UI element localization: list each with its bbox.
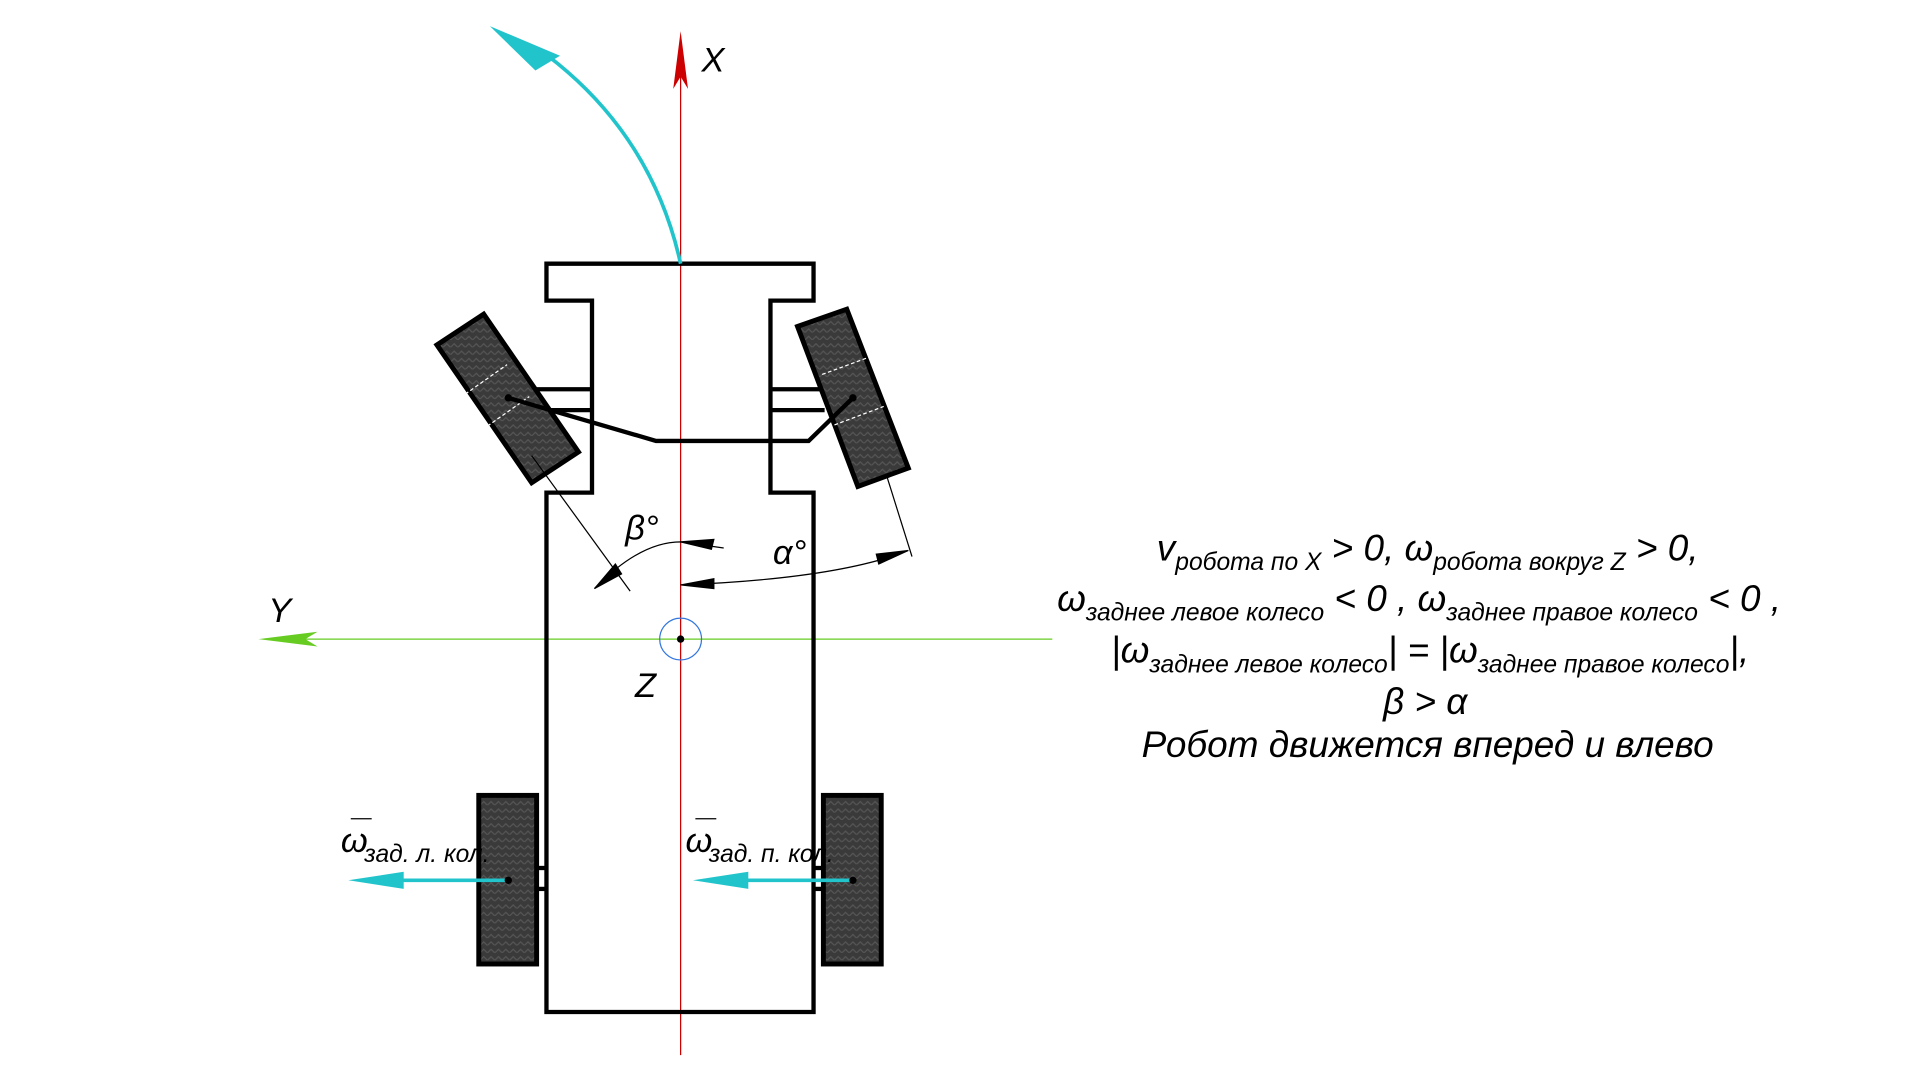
equation-line-1: vробота по X > 0, ωробота вокруг Z > 0,: [1157, 527, 1699, 576]
z-axis-label: Z: [634, 667, 657, 705]
svg-text:зад. п. кол.: зад. п. кол.: [708, 841, 834, 868]
y-axis-arrowhead: [258, 631, 318, 647]
equation-line-4: β > α: [1382, 681, 1468, 722]
axle-dot: [504, 876, 512, 884]
rotation-arrowhead: [489, 26, 560, 71]
equation-line-3: |ωзаднее левое колесо| = |ωзаднее правое…: [1111, 629, 1749, 678]
z-axis-circle: [659, 617, 703, 661]
equations-block: vробота по X > 0, ωробота вокруг Z > 0, …: [1057, 527, 1781, 765]
x-axis-arrowhead: [673, 31, 688, 89]
wheel-center-marks: [464, 356, 884, 427]
axle-dot: [849, 876, 857, 884]
pivot-dot: [504, 394, 512, 402]
arrowhead: [348, 871, 404, 889]
center-dot: [676, 635, 685, 643]
x-axis-label: X: [701, 42, 727, 80]
svg-text:ω: ω: [686, 822, 713, 860]
beta-label: β°: [624, 509, 658, 547]
arrowhead: [692, 871, 749, 889]
y-axis-label: Y: [268, 592, 294, 630]
rear-right-omega-label: ω зад. п. кол.: [686, 818, 834, 868]
steering-linkage: [507, 395, 855, 444]
alpha-dimension: [680, 473, 913, 590]
front-axle-bars: [536, 387, 825, 892]
equation-line-2: ωзаднее левое колесо < 0 , ωзаднее право…: [1057, 578, 1781, 627]
conclusion-text: Робот движется вперед и влево: [1142, 724, 1714, 765]
pivot-dot: [849, 394, 857, 402]
rotation-arrow: [546, 54, 683, 265]
beta-dimension: [531, 455, 724, 592]
chassis: [544, 261, 816, 1015]
svg-text:зад. л. кол.: зад. л. кол.: [363, 841, 489, 868]
alpha-label: α°: [773, 534, 806, 572]
rear-left-omega-label: ω зад. л. кол.: [341, 818, 489, 868]
svg-text:ω: ω: [341, 822, 368, 860]
